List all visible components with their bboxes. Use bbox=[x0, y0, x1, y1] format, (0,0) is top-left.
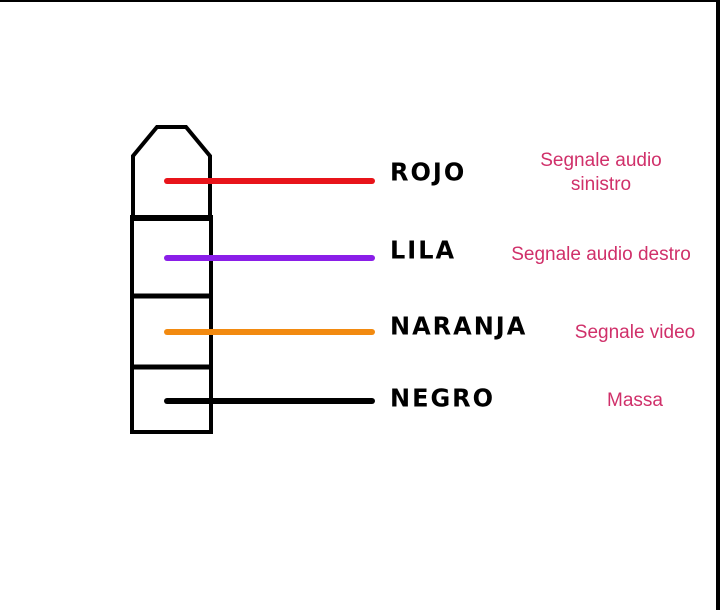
ring-separators bbox=[130, 215, 213, 370]
description-line: Segnale audio bbox=[540, 150, 662, 171]
wire-description-lila: Segnale audio destro bbox=[496, 243, 706, 267]
top-border bbox=[0, 0, 720, 2]
wire-label-rojo: ROJO bbox=[390, 157, 467, 187]
description-line: Segnale video bbox=[574, 322, 696, 343]
wire-label-naranja: NARANJA bbox=[390, 311, 528, 341]
wire-description-negro: Massa bbox=[598, 389, 672, 413]
wire-description-rojo: Segnale audio sinistro bbox=[523, 149, 679, 197]
plug-tip bbox=[131, 125, 212, 218]
description-line: Massa bbox=[607, 390, 663, 411]
wire-label-lila: LILA bbox=[390, 235, 457, 265]
wires bbox=[164, 178, 375, 404]
right-border bbox=[716, 0, 720, 610]
description-line: sinistro bbox=[570, 174, 632, 195]
description-line: Segnale audio destro bbox=[511, 244, 691, 265]
wire-description-naranja: Segnale video bbox=[562, 321, 708, 345]
jack-plug bbox=[130, 125, 213, 434]
wire-label-negro: NEGRO bbox=[390, 383, 496, 413]
